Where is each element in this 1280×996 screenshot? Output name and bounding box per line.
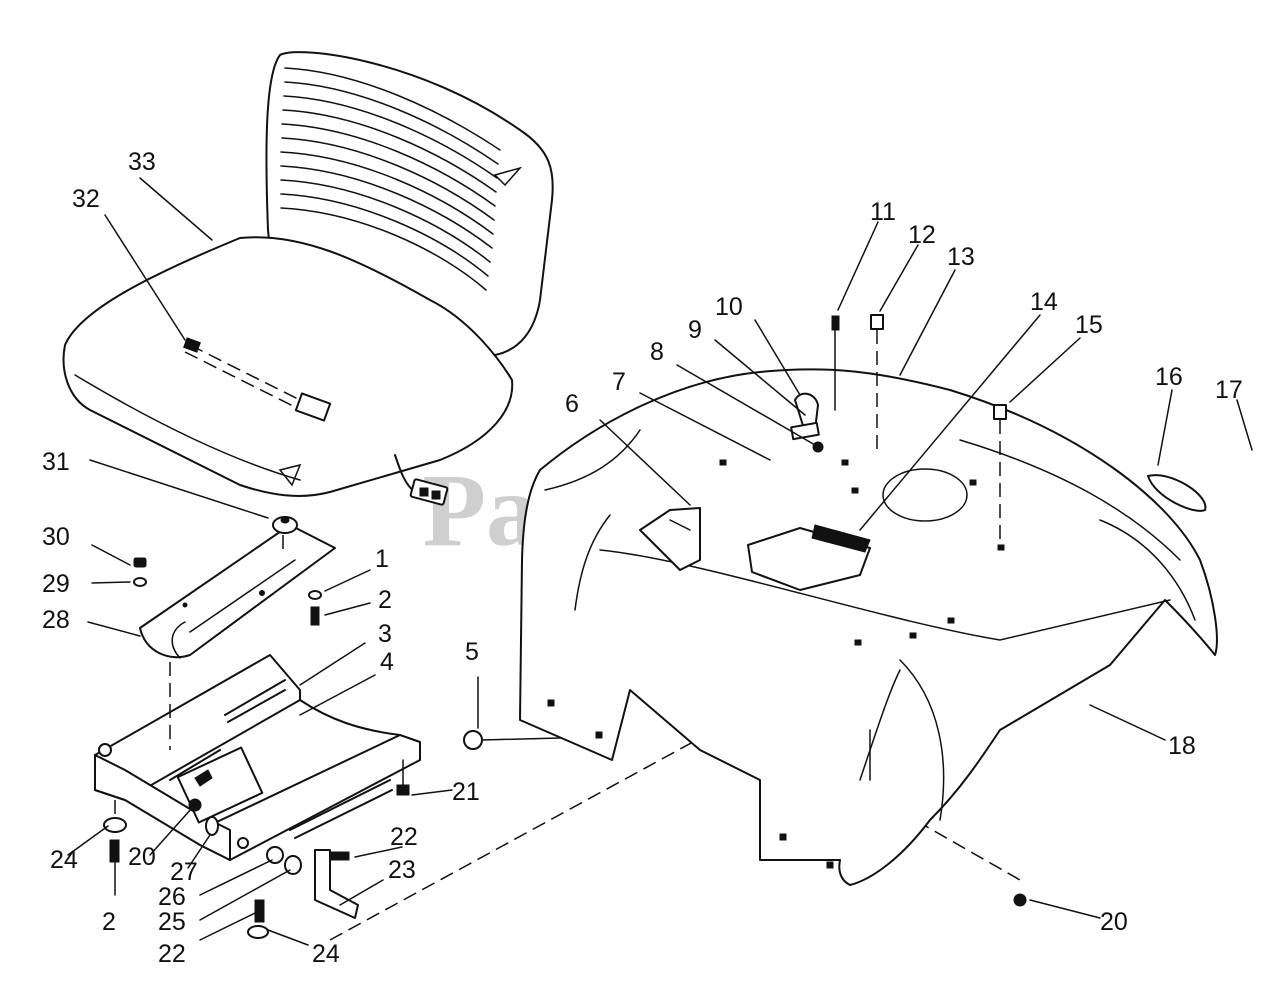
callout-20: 20 (128, 843, 156, 871)
leader-lines (67, 177, 1253, 946)
callout-7: 7 (612, 368, 626, 396)
callout-23: 23 (388, 856, 416, 884)
callout-11: 11 (870, 198, 896, 226)
callout-22: 22 (390, 823, 418, 851)
callout-33: 33 (128, 148, 156, 176)
callout-21: 21 (452, 778, 480, 806)
callout-28: 28 (42, 606, 70, 634)
callout-2: 2 (102, 908, 116, 936)
callout-17: 17 (1215, 376, 1243, 404)
callout-3: 3 (378, 620, 392, 648)
callout-16: 16 (1155, 363, 1183, 391)
callout-20: 20 (1100, 908, 1128, 936)
callout-12: 12 (908, 221, 936, 249)
callout-24: 24 (50, 846, 78, 874)
callout-2: 2 (378, 586, 392, 614)
callout-1: 1 (375, 545, 389, 573)
callout-6: 6 (565, 390, 579, 418)
callout-4: 4 (380, 648, 394, 676)
backrest-ribs (280, 67, 501, 291)
callout-22: 22 (158, 940, 186, 968)
callout-9: 9 (688, 316, 702, 344)
callout-29: 29 (42, 570, 70, 598)
callout-25: 25 (158, 908, 186, 936)
seat-pan (139, 516, 336, 659)
hardware (103, 535, 1027, 939)
callout-10: 10 (715, 293, 743, 321)
callout-31: 31 (42, 448, 70, 476)
callout-8: 8 (650, 338, 664, 366)
callout-32: 32 (72, 185, 100, 213)
callout-18: 18 (1168, 732, 1196, 760)
seat-assembly (62, 51, 554, 506)
callout-27: 27 (170, 858, 198, 886)
callout-24: 24 (312, 940, 340, 968)
callout-labels: 1 2 2 3 4 5 6 7 8 9 10 11 12 13 14 15 16… (42, 148, 1243, 968)
callout-26: 26 (158, 883, 186, 911)
callout-13: 13 (947, 243, 975, 271)
callout-15: 15 (1075, 311, 1103, 339)
callout-14: 14 (1030, 288, 1058, 316)
fender-assembly (519, 314, 1218, 886)
callout-5: 5 (465, 638, 479, 666)
callout-30: 30 (42, 523, 70, 551)
seat-bracket (94, 639, 1021, 941)
